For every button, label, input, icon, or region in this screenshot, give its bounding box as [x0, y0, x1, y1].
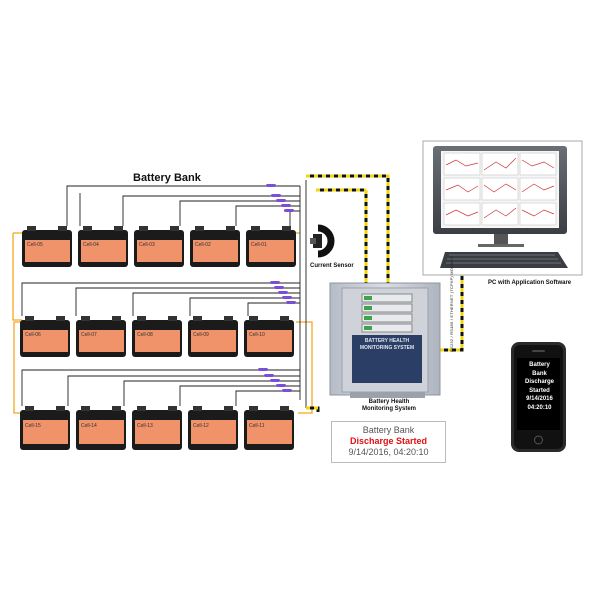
phone-line6: 04:20:10: [527, 404, 552, 411]
cell-label: Cell-15: [25, 423, 41, 429]
comm-protocol-label: RS232 / RS485 / ETHERNET (TCP/IP) MODBUS: [449, 256, 454, 352]
battery-cell: [20, 406, 70, 450]
diagram-title: Battery Bank: [133, 172, 201, 184]
bhms-label-line2: Monitoring System: [362, 406, 417, 412]
phone-line2: Bank: [532, 370, 547, 377]
battery-cell: [76, 316, 126, 357]
sense-leads: [21, 180, 307, 408]
series-wiring: [12, 232, 313, 414]
phone-screen: Battery Bank Discharge Started 9/14/2016…: [519, 361, 560, 427]
current-sensor-label: Current Sensor: [310, 263, 354, 269]
battery-cell: [244, 316, 294, 357]
battery-cell: [20, 316, 70, 357]
phone-line1: Battery: [529, 362, 550, 368]
battery-cell: [132, 406, 182, 450]
app-screen-graphs: [443, 152, 557, 226]
status-line1: Battery Bank: [362, 425, 415, 435]
battery-cell: [76, 406, 126, 450]
probe-connectors: [258, 184, 296, 392]
bhms-label: Battery Health Monitoring System: [362, 399, 416, 413]
cell-label: Cell-08: [137, 332, 153, 338]
cabinet-text-line1: BATTERY HEALTH: [364, 338, 410, 344]
cell-label: Cell-09: [193, 332, 209, 338]
pc-label: PC with Application Software: [488, 280, 572, 286]
battery-cell: [190, 226, 240, 267]
phone-line3: Discharge: [524, 379, 554, 385]
pc-station: [422, 140, 583, 276]
cell-label: Cell-07: [81, 332, 97, 338]
battery-cell: [22, 226, 72, 267]
cell-label: Cell-11: [249, 423, 265, 429]
battery-cell: [188, 406, 238, 450]
phone-line5: 9/14/2016: [526, 396, 553, 402]
cell-label: Cell-06: [25, 332, 41, 338]
cell-label: Cell-10: [249, 332, 265, 338]
battery-cell: [132, 316, 182, 357]
cell-label: Cell-05: [27, 242, 43, 248]
battery-cell: [244, 406, 294, 450]
battery-cell: [78, 226, 128, 267]
cell-label: Cell-12: [193, 423, 209, 429]
current-sensor: [310, 224, 335, 258]
cell-label: Cell-14: [81, 423, 97, 429]
status-line2: Discharge Started: [349, 436, 428, 446]
bhms-cabinet: [329, 282, 441, 398]
phone-line4: Started: [529, 387, 550, 394]
battery-row-2: [20, 316, 294, 357]
cabinet-text-line2: MONITORING SYSTEM: [359, 345, 415, 351]
battery-row-1: [22, 226, 296, 267]
cabinet-modules: [361, 293, 413, 333]
cell-label: Cell-13: [137, 423, 153, 429]
status-notification: Battery Bank Discharge Started 9/14/2016…: [331, 421, 446, 463]
keyboard: [440, 252, 568, 268]
battery-row-3: [20, 406, 294, 450]
battery-cell: [246, 226, 296, 267]
data-cables: [306, 174, 464, 412]
cell-label: Cell-03: [139, 242, 155, 248]
cell-label: Cell-04: [83, 242, 99, 248]
battery-cell: [188, 316, 238, 357]
cell-label: Cell-01: [251, 242, 267, 248]
bhms-label-line1: Battery Health: [368, 399, 410, 405]
cabinet-front-text: BATTERY HEALTH MONITORING SYSTEM: [355, 338, 419, 352]
smartphone: [511, 342, 566, 452]
status-line3: 9/14/2016, 04:20:10: [348, 447, 429, 457]
battery-cell: [134, 226, 184, 267]
cell-label: Cell-02: [195, 242, 211, 248]
